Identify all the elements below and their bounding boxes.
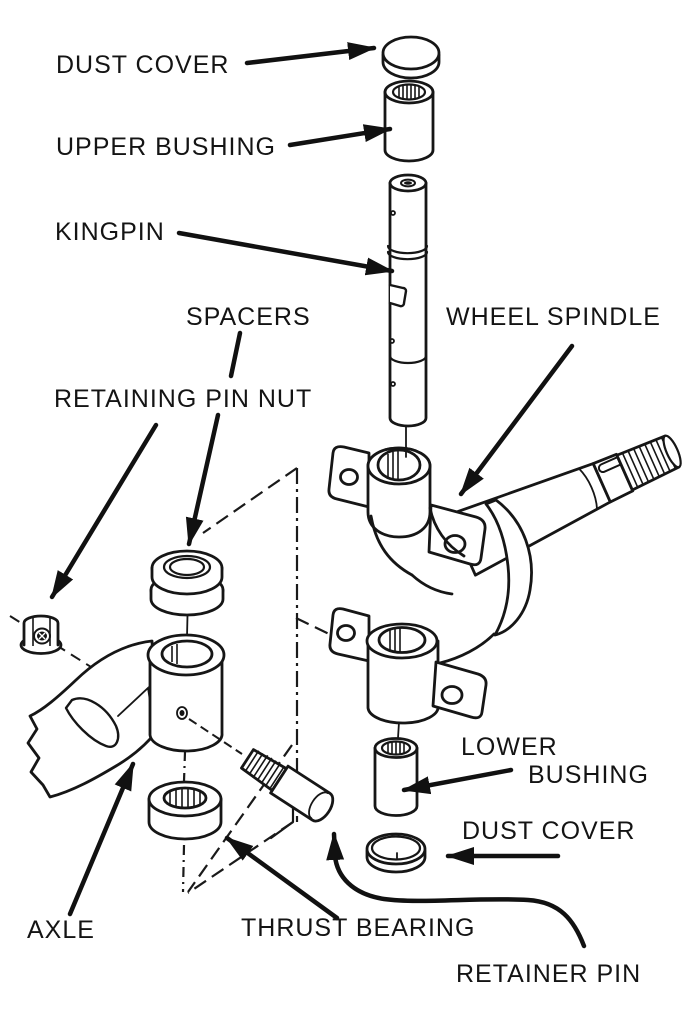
arrow-spacers-upper-segment [228,330,243,379]
dust-cover-bottom-drawing [365,832,427,874]
label-spacers: SPACERS [186,303,311,331]
label-thrust-bearing: THRUST BEARING [241,914,476,942]
retaining-pin-nut-drawing [19,614,63,655]
label-lower-bushing-line2: BUSHING [528,761,649,789]
wheel-spindle-drawing [327,423,682,725]
axle-drawing [26,633,226,799]
arrow-thrust-bearing [224,835,340,921]
label-axle: AXLE [27,916,95,944]
label-wheel-spindle: WHEEL SPINDLE [446,303,661,331]
dust-cover-top-drawing [381,35,441,80]
leader-arrows [49,42,587,949]
arrow-lower-bushing [401,767,514,795]
thrust-bearing-drawing [147,780,223,841]
label-kingpin: KINGPIN [55,218,165,246]
upper-bushing-drawing [383,79,435,163]
arrow-retaining-pin-nut [49,422,159,600]
label-dust-cover-bottom: DUST COVER [462,817,636,845]
arrow-axle [67,761,136,917]
label-upper-bushing: UPPER BUSHING [56,133,276,161]
arrow-kingpin [176,230,395,276]
kingpin-drawing [386,173,429,428]
label-lower-bushing-line1: LOWER [461,733,558,761]
arrow-dust-cover-top [244,42,377,66]
arrow-retainer-pin [326,831,587,949]
label-retaining-pin-nut: RETAINING PIN NUT [54,385,313,413]
retainer-pin-drawing [240,748,335,823]
arrow-upper-bushing [287,124,393,148]
spacers-drawing [149,549,225,617]
lower-bushing-drawing [373,737,419,817]
arrow-spacers [185,412,221,547]
retainer-pin-axis-dashes [188,718,243,755]
label-dust-cover-top: DUST COVER [56,51,230,79]
arrow-wheel-spindle [458,343,575,497]
label-retainer-pin: RETAINER PIN [456,960,642,988]
